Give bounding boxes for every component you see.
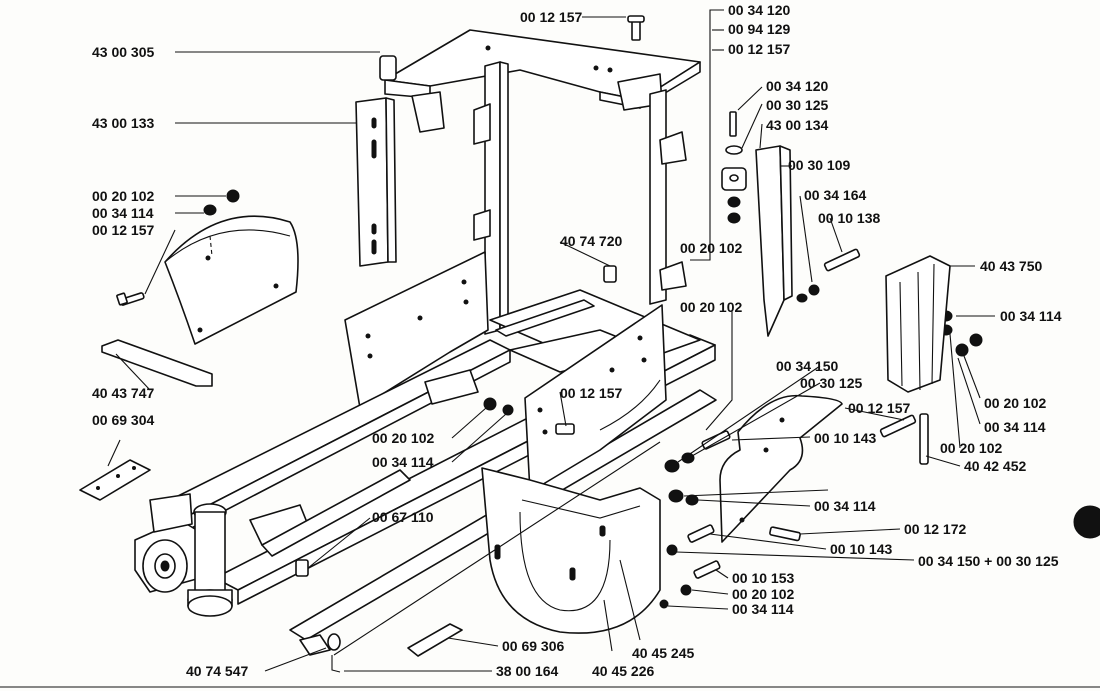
part-label: 00 12 172	[904, 521, 966, 537]
fasteners	[116, 15, 983, 651]
part-label: 00 12 157	[560, 385, 622, 401]
part-label: 00 12 157	[92, 222, 154, 238]
top-crossbar	[379, 29, 701, 133]
part-label: 00 34 114	[1000, 308, 1062, 324]
registration-dot	[1073, 505, 1100, 539]
part-label: 00 30 125	[766, 97, 828, 113]
cover-plate	[164, 215, 299, 345]
wheel-assembly	[134, 493, 331, 656]
part-label: 00 34 120	[766, 78, 828, 94]
part-label: 00 34 120	[728, 2, 790, 18]
part-label: 00 67 110	[372, 509, 434, 525]
frame-uprights	[473, 61, 687, 335]
part-label: 00 10 138	[818, 210, 880, 226]
part-label: 00 20 102	[940, 440, 1002, 456]
rear-panel	[344, 251, 489, 409]
part-label: 00 10 143	[830, 541, 892, 557]
part-label: 00 10 143	[814, 430, 876, 446]
part-label: 00 34 150 + 00 30 125	[918, 553, 1059, 569]
part-label: 40 42 452	[964, 458, 1026, 474]
part-label: 43 00 134	[766, 117, 828, 133]
part-label: 43 00 305	[92, 44, 154, 60]
blade-guard	[481, 467, 661, 634]
part-label: 00 20 102	[680, 240, 742, 256]
part-label: 00 34 164	[804, 187, 866, 203]
part-label: 00 34 114	[984, 419, 1046, 435]
guard-plate-right	[719, 394, 843, 543]
part-label: 00 34 150	[776, 358, 838, 374]
part-label: 00 34 114	[814, 498, 876, 514]
part-label: 40 45 226	[592, 663, 654, 679]
vertical-bracket-left	[355, 97, 397, 267]
part-label: 40 74 547	[186, 663, 248, 679]
part-label: 00 10 153	[732, 570, 794, 586]
part-label: 40 45 245	[632, 645, 694, 661]
part-label: 00 30 109	[788, 157, 850, 173]
leader-lines	[107, 9, 995, 672]
part-label: 00 34 114	[732, 601, 794, 617]
part-label: 00 94 129	[728, 21, 790, 37]
parts-drawing	[79, 15, 983, 673]
part-label: 00 30 125	[800, 375, 862, 391]
part-label: 40 43 747	[92, 385, 154, 401]
part-label: 00 20 102	[92, 188, 154, 204]
rods-straps	[79, 339, 661, 673]
part-label: 00 12 157	[728, 41, 790, 57]
right-bracket	[755, 145, 951, 393]
part-label: 40 43 750	[980, 258, 1042, 274]
part-label: 00 20 102	[372, 430, 434, 446]
part-label: 00 34 114	[92, 205, 154, 221]
part-label: 00 20 102	[984, 395, 1046, 411]
part-label: 00 12 157	[848, 400, 910, 416]
part-label: 00 69 306	[502, 638, 564, 654]
part-label: 00 69 304	[92, 412, 154, 428]
part-label: 00 20 102	[680, 299, 742, 315]
part-label: 40 74 720	[560, 233, 622, 249]
part-label: 38 00 164	[496, 663, 558, 679]
part-label: 00 12 157	[520, 9, 582, 25]
part-label: 00 20 102	[732, 586, 794, 602]
part-label: 00 34 114	[372, 454, 434, 470]
part-number-labels: 00 12 157 43 00 305 43 00 133 00 34 120 …	[92, 2, 1062, 679]
part-label: 43 00 133	[92, 115, 154, 131]
side-panel	[524, 304, 667, 493]
